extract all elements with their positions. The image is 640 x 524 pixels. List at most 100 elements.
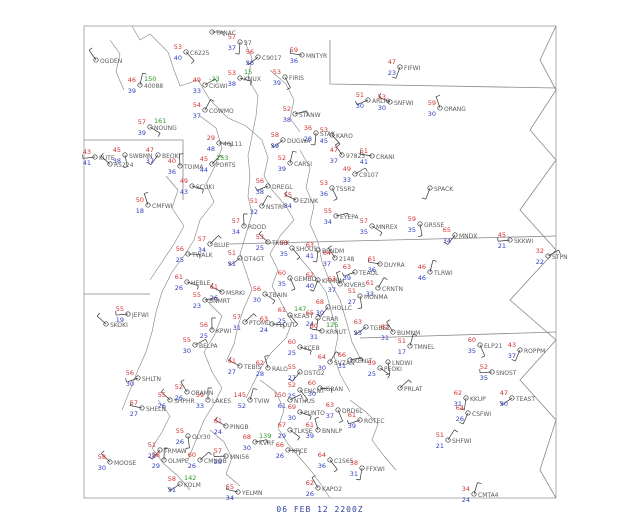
wind-barb (379, 367, 391, 376)
wind-barb-flag (359, 150, 362, 155)
dewpoint-value: 35 (468, 347, 476, 355)
wind-barb-flag (317, 313, 321, 317)
wind-barb (238, 41, 241, 54)
wind-barb (264, 356, 269, 369)
station-circle (327, 457, 333, 463)
dewpoint-value: 39 (278, 165, 286, 173)
station-id: KIVERS (344, 282, 366, 289)
wind-barb-flag (361, 357, 363, 362)
wind-barb (287, 449, 300, 452)
station-id: C6225 (190, 50, 210, 57)
station-circle (237, 75, 243, 81)
station-circle (339, 152, 345, 158)
station-circle (255, 54, 261, 60)
dewpoint-value: 26 (276, 452, 284, 460)
wind-barb-flag (250, 81, 252, 86)
wind-barb-flag (314, 417, 319, 419)
wind-barb (186, 281, 199, 287)
wind-barb (498, 239, 511, 242)
wind-barb-flag (499, 401, 503, 406)
station-id: IGRAN (324, 386, 343, 393)
station-id: KPCE (292, 448, 308, 455)
station-circle (369, 223, 375, 229)
station-id: 37 (244, 40, 252, 47)
dewpoint-value: 18 (136, 207, 144, 215)
temperature-value: 60 (288, 338, 296, 346)
wind-barb-flag (459, 422, 464, 425)
station-id: ORAMN (191, 390, 213, 397)
wind-barb-flag (218, 235, 222, 239)
dewpoint-value: 35 (360, 228, 368, 236)
temperature-value: 57 (232, 217, 240, 225)
temperature-value: 61 (278, 306, 286, 314)
dewpoint-value: 39 (348, 422, 356, 430)
station-id: 40088 (144, 83, 163, 90)
wind-barb-flag (309, 415, 312, 420)
station-id: SKOKI (110, 322, 128, 329)
wind-barb-flag (220, 155, 224, 159)
wind-barb (377, 277, 385, 289)
station-id: KKUP (470, 396, 486, 403)
station-plot: RS224 (100, 152, 134, 169)
station-circle (287, 160, 293, 166)
wind-barb-flag (387, 374, 391, 379)
temperature-value: 57 (198, 235, 206, 243)
wind-barb-flag (338, 420, 343, 423)
temperature-value: 49 (193, 76, 201, 84)
wind-barb (101, 453, 111, 463)
wind-barb-flag (392, 76, 397, 79)
temperature-value: 63 (306, 241, 314, 249)
wind-barb-flag (336, 351, 340, 355)
station-circle (452, 232, 458, 238)
wind-barb-flag (334, 469, 338, 473)
wind-barb (229, 360, 241, 367)
wind-barb-flag (292, 150, 297, 153)
dewpoint-value: 30 (308, 390, 316, 398)
station-id: PINGB (230, 424, 249, 431)
wind-barb-flag (210, 282, 214, 287)
station-id: EZINK (300, 198, 319, 205)
wind-barb (211, 155, 221, 165)
temperature-value: 59 (290, 46, 298, 54)
station-circle (352, 269, 358, 275)
station-circle (237, 363, 243, 369)
wind-barb (501, 397, 513, 406)
wind-barb (187, 435, 190, 448)
dewpoint-value: 30 (183, 347, 191, 355)
temperature-value: 66 (276, 441, 284, 449)
temperature-value: 61 (366, 279, 374, 287)
dewpoint-value: 27 (288, 374, 296, 382)
station-circle (517, 347, 523, 353)
station-plots: TANACC62255340375737C90175636MNTYR5936OG… (82, 29, 568, 504)
wind-barb-flag (454, 429, 458, 433)
station-id: CMNOB (204, 458, 227, 465)
wind-barb (204, 78, 216, 86)
station-id: TEAOL (358, 270, 379, 277)
wind-barb-flag (304, 399, 308, 403)
station-id: MONMA (364, 294, 389, 301)
station-circle (183, 49, 189, 55)
dewpoint-value: 30 (356, 102, 364, 110)
temperature-value: 68 (243, 433, 251, 441)
dewpoint-value: 30 (316, 309, 324, 317)
dewpoint-value: 28 (256, 370, 264, 378)
station-id: PEOKI (384, 366, 402, 373)
wind-barb (331, 134, 341, 145)
